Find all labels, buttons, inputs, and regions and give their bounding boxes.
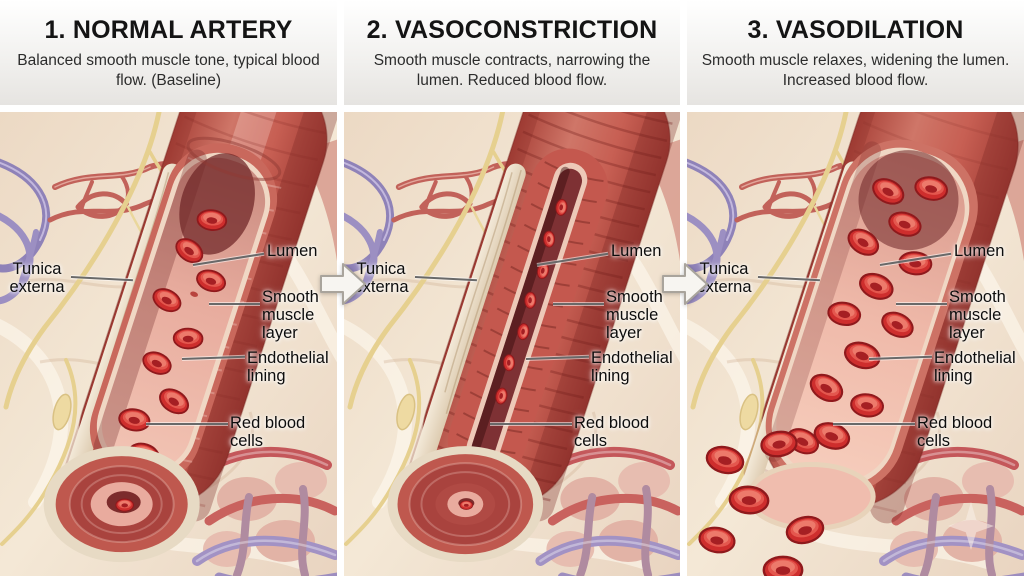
label-smooth-muscle-layer: Smooth muscle layer (949, 288, 1006, 342)
label-tunica-externa: Tunica externa (9, 260, 65, 296)
panel-3-illustration: Tunica externa Lumen Smooth muscle layer… (687, 112, 1024, 576)
label-red-blood-cells: Red blood cells (574, 414, 650, 450)
dilated-artery-illustration (687, 112, 1024, 576)
panel-1-title: 1. NORMAL ARTERY (44, 16, 293, 44)
label-endothelial-lining: Endothelial lining (934, 349, 1016, 385)
panel-2-header: 2. VASOCONSTRICTION Smooth muscle contra… (344, 0, 680, 105)
panel-vasoconstriction: 2. VASOCONSTRICTION Smooth muscle contra… (344, 0, 680, 576)
leader-line-red-blood-cells (833, 423, 915, 425)
leader-line-smooth-muscle (896, 303, 947, 305)
label-red-blood-cells: Red blood cells (230, 414, 306, 450)
panel-vasodilation: 3. VASODILATION Smooth muscle relaxes, w… (687, 0, 1024, 576)
label-lumen: Lumen (267, 242, 318, 260)
panel-1-subtitle: Balanced smooth muscle tone, typical blo… (17, 52, 320, 89)
panel-2-title: 2. VASOCONSTRICTION (366, 16, 658, 44)
panel-3-subtitle: Smooth muscle relaxes, widening the lume… (701, 52, 1010, 89)
label-endothelial-lining: Endothelial lining (247, 349, 329, 385)
flow-arrow-icon (662, 263, 708, 305)
panel-3-header: 3. VASODILATION Smooth muscle relaxes, w… (687, 0, 1024, 105)
normal-artery-illustration (0, 112, 337, 576)
leader-line-smooth-muscle (553, 303, 604, 305)
leader-line-red-blood-cells (146, 423, 228, 425)
label-smooth-muscle-layer: Smooth muscle layer (262, 288, 319, 342)
panel-2-subtitle: Smooth muscle contracts, narrowing the l… (373, 52, 651, 89)
label-tunica-externa: Tunica externa (696, 260, 752, 296)
constricted-artery-illustration (344, 112, 680, 576)
panel-3-title: 3. VASODILATION (747, 16, 964, 44)
panel-normal-artery: 1. NORMAL ARTERY Balanced smooth muscle … (0, 0, 337, 576)
panel-1-header: 1. NORMAL ARTERY Balanced smooth muscle … (0, 0, 337, 105)
panel-1-illustration: Tunica externa Lumen Smooth muscle layer… (0, 112, 337, 576)
leader-line-smooth-muscle (209, 303, 260, 305)
flow-arrow-icon (320, 263, 366, 305)
label-lumen: Lumen (611, 242, 662, 260)
label-smooth-muscle-layer: Smooth muscle layer (606, 288, 663, 342)
label-tunica-externa: Tunica externa (353, 260, 409, 296)
label-red-blood-cells: Red blood cells (917, 414, 993, 450)
label-endothelial-lining: Endothelial lining (591, 349, 673, 385)
label-lumen: Lumen (954, 242, 1005, 260)
leader-line-red-blood-cells (490, 423, 572, 425)
panel-2-illustration: Tunica externa Lumen Smooth muscle layer… (344, 112, 680, 576)
sparkle-watermark-icon (948, 502, 994, 550)
